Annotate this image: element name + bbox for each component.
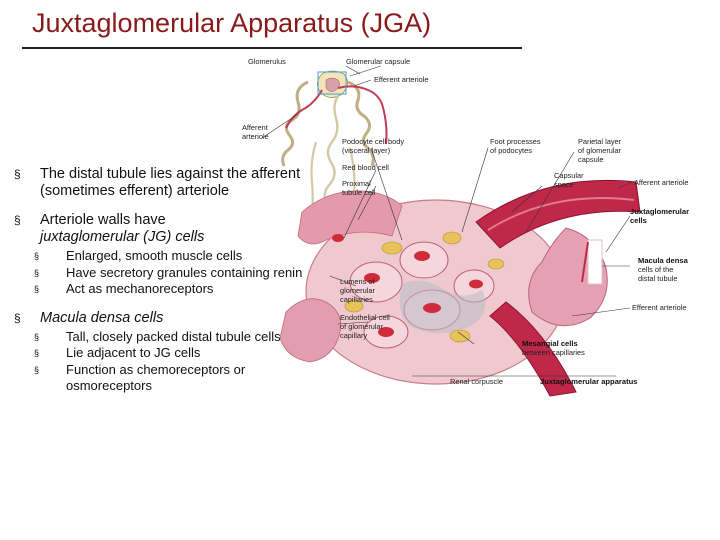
label-jga: Juxtaglomerular apparatus bbox=[540, 377, 637, 386]
tissue-magnified bbox=[279, 179, 641, 397]
bullet-text: The distal tubule lies against the affer… bbox=[40, 166, 301, 199]
label-renal-corpuscle: Renal corpuscle bbox=[450, 377, 503, 386]
sub-marker: § bbox=[34, 348, 40, 358]
svg-text:cells: cells bbox=[630, 216, 647, 225]
bullet-marker: § bbox=[14, 310, 21, 325]
sub-list-item: §Act as mechanoreceptors bbox=[34, 281, 214, 296]
bullet-marker: § bbox=[14, 167, 21, 181]
label-lumens: Lumens of bbox=[340, 277, 375, 286]
label-capsular-space: Capsular bbox=[554, 171, 584, 180]
nephron-overview bbox=[281, 70, 388, 229]
bullet-emphasis: juxtaglomerular (JG) cells bbox=[40, 229, 205, 245]
svg-text:cells of the: cells of the bbox=[638, 265, 673, 274]
svg-text:(visceral layer): (visceral layer) bbox=[342, 146, 390, 155]
bullet-item: § The distal tubule lies against the aff… bbox=[14, 166, 304, 200]
label-glomerular-capsule: Glomerular capsule bbox=[346, 57, 410, 66]
bullet-item: § Macula densa cells §Tall, closely pack… bbox=[14, 310, 304, 395]
label-afferent-arteriole-top: Afferent bbox=[242, 123, 268, 132]
sub-marker: § bbox=[34, 251, 40, 261]
label-efferent-arteriole-top: Efferent arteriole bbox=[374, 75, 429, 84]
bullet-list: § The distal tubule lies against the aff… bbox=[14, 166, 304, 407]
svg-text:of glomerular: of glomerular bbox=[578, 146, 622, 155]
svg-text:distal tubule: distal tubule bbox=[638, 274, 677, 283]
svg-text:of glomerular: of glomerular bbox=[340, 322, 384, 331]
sub-list-item: §Have secretory granules containing reni… bbox=[34, 264, 303, 280]
sub-list-item: §Tall, closely packed distal tubule cell… bbox=[34, 328, 281, 344]
page-title: Juxtaglomerular Apparatus (JGA) bbox=[32, 8, 432, 38]
sub-list: §Tall, closely packed distal tubule cell… bbox=[34, 329, 304, 395]
sub-list: §Enlarged, smooth muscle cells §Have sec… bbox=[34, 248, 304, 298]
sub-list-item: §Function as chemoreceptors or osmorecep… bbox=[34, 361, 246, 394]
label-macula-densa: Macula densa bbox=[638, 256, 689, 265]
svg-text:capsule: capsule bbox=[578, 155, 603, 164]
title-underline bbox=[22, 47, 522, 49]
sub-list-item: §Enlarged, smooth muscle cells bbox=[34, 248, 243, 263]
label-glomerulus: Glomerulus bbox=[248, 57, 286, 66]
label-parietal-layer: Parietal layer bbox=[578, 137, 622, 146]
label-podocyte: Podocyte cell body bbox=[342, 137, 404, 146]
svg-text:tubule cell: tubule cell bbox=[342, 188, 376, 197]
svg-text:between capillaries: between capillaries bbox=[522, 348, 585, 357]
label-endothelial-cell: Endothelial cell bbox=[340, 313, 390, 322]
label-efferent-arteriole: Efferent arteriole bbox=[632, 303, 687, 312]
svg-text:glomerular: glomerular bbox=[340, 286, 375, 295]
sub-marker: § bbox=[34, 267, 40, 278]
sub-marker: § bbox=[34, 364, 40, 375]
svg-text:of podocytes: of podocytes bbox=[490, 146, 532, 155]
diagram-labels: Glomerulus Glomerular capsule Efferent a… bbox=[242, 57, 689, 386]
label-proximal-tubule: Proximal bbox=[342, 179, 371, 188]
leader-lines bbox=[261, 65, 633, 377]
label-afferent-arteriole: Afferent arteriole bbox=[634, 178, 689, 187]
sub-marker: § bbox=[34, 331, 40, 342]
svg-text:arteriole: arteriole bbox=[242, 132, 269, 141]
label-red-blood-cell: Red blood cell bbox=[342, 163, 389, 172]
bullet-emphasis: Macula densa cells bbox=[40, 309, 164, 326]
bullet-text: Arteriole walls have bbox=[40, 212, 166, 228]
svg-text:space: space bbox=[554, 180, 574, 189]
svg-text:capillaries: capillaries bbox=[340, 295, 373, 304]
sub-list-item: §Lie adjacent to JG cells bbox=[34, 345, 201, 360]
bullet-marker: § bbox=[14, 213, 21, 227]
label-jg-cells: Juxtaglomerular bbox=[630, 207, 689, 216]
svg-text:capillary: capillary bbox=[340, 331, 367, 340]
label-mesangial-cells: Mesangial cells bbox=[522, 339, 578, 348]
jga-diagram: Glomerulus Glomerular capsule Efferent a… bbox=[242, 57, 689, 397]
sub-marker: § bbox=[34, 284, 40, 294]
label-foot-processes: Foot processes bbox=[490, 137, 541, 146]
